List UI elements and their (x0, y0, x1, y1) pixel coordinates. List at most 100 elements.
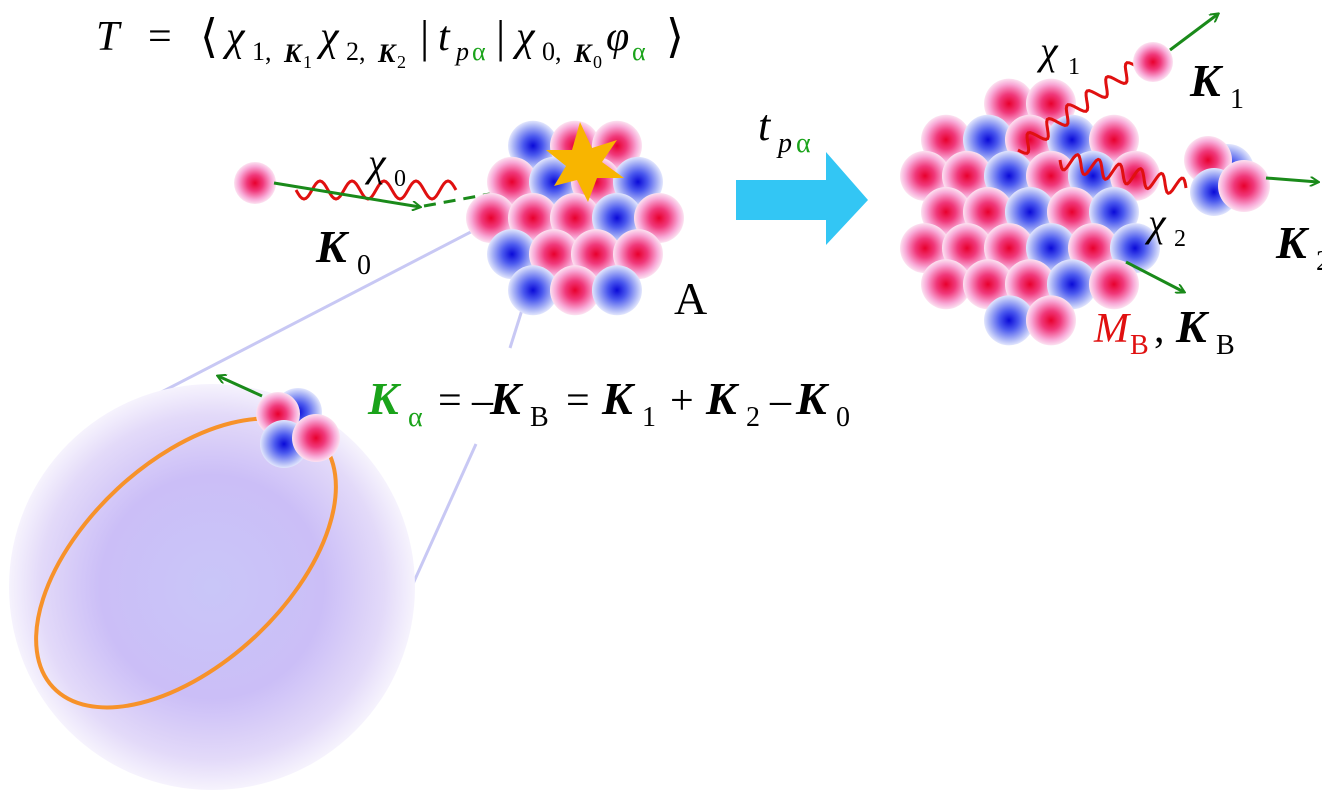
label-KB: K (1175, 301, 1210, 352)
nucleus-B-proton (942, 223, 992, 274)
eq-bar-right: | (496, 11, 505, 62)
nucleus-B-neutron (1110, 223, 1160, 274)
momentum-relation: K α = – K B = K 1 + K 2 – K 0 (367, 373, 850, 433)
rel-K1-sub: 1 (642, 402, 656, 433)
label-K1: K (1189, 55, 1224, 106)
nucleus-B-neutron (984, 150, 1034, 201)
rel-plus: + (670, 378, 694, 424)
rel-K0-sub: 0 (836, 402, 850, 433)
rel-K-alpha-sub: α (408, 402, 423, 433)
nucleus-B-neutron (1047, 114, 1097, 165)
eq-K1: K (283, 39, 303, 68)
outgoing-wave-1 (1017, 61, 1137, 155)
nucleus-A-proton (550, 193, 600, 243)
nucleus-B-proton (921, 187, 971, 237)
nucleus-B-proton (1005, 114, 1055, 165)
label-chi0: χ (364, 140, 387, 185)
nucleus-A-neutron (487, 229, 537, 280)
eq-close-bracket: ⟩ (666, 11, 684, 62)
nucleus-B-proton (1068, 223, 1118, 274)
rel-K2: K (705, 373, 740, 424)
cluster-cloud (9, 384, 415, 790)
label-chi0-sub: 0 (394, 166, 406, 192)
rel-K-alpha: K (367, 373, 402, 424)
eq-chi0-sub: 0, (542, 37, 562, 66)
label-target-A: A (674, 273, 707, 324)
label-MB-sub: B (1130, 330, 1149, 361)
nucleus-A-proton (487, 156, 537, 207)
residual-nucleus (900, 78, 1160, 346)
outgoing-momentum-arrow-1 (1169, 14, 1218, 52)
eq-equals: = (148, 14, 172, 60)
incoming-wave (294, 179, 458, 201)
rel-equals-1: = (438, 378, 462, 424)
eq-chi1-sub: 1, (252, 37, 272, 66)
outgoing-wave-2 (1058, 152, 1188, 196)
eq-K2-sub: 2 (397, 52, 406, 72)
nucleus-B-proton (942, 150, 992, 201)
outgoing-particles (1017, 14, 1318, 292)
label-K1-sub: 1 (1230, 84, 1244, 115)
eq-K2: K (377, 39, 397, 68)
nucleus-B-proton (984, 78, 1034, 129)
nucleus-B-proton (1026, 150, 1076, 201)
label-chi1: χ (1036, 28, 1059, 73)
nucleus-A-proton (634, 193, 684, 243)
residual-momentum-arrow (1125, 260, 1184, 292)
nucleus-A-neutron (592, 265, 642, 316)
label-comma: , (1154, 306, 1165, 352)
nucleus-A-neutron (613, 156, 663, 207)
cluster-zoom (9, 365, 415, 790)
nucleus-A-proton (550, 265, 600, 316)
nucleus-A-neutron (592, 193, 642, 243)
nucleus-B-proton (1047, 187, 1097, 237)
label-K0-sub: 0 (357, 250, 371, 281)
collision-star-icon (546, 122, 624, 202)
eq-chi2: χ (316, 14, 340, 60)
alpha-proton (292, 414, 340, 462)
nucleus-B-neutron (984, 295, 1034, 346)
nucleus-B-neutron (963, 114, 1013, 165)
eq-open-bracket: ⟨ (200, 11, 218, 62)
nucleus-B-proton (1005, 259, 1055, 310)
rel-KB: K (489, 373, 524, 424)
nucleus-B-neutron (1089, 187, 1139, 237)
label-operator-sub-alpha: α (796, 128, 811, 159)
diagram-labels: χ 0 K 0 A t p α χ 1 K 1 χ 2 K 2 M B , K … (315, 28, 1322, 361)
rel-KB-sub: B (530, 402, 549, 433)
nucleus-B-proton (921, 114, 971, 165)
rel-equals-2: = (566, 378, 590, 424)
nucleus-B-proton (921, 259, 971, 310)
eq-K0-sub: 0 (593, 52, 602, 72)
nucleus-A-proton (529, 229, 579, 280)
outgoing-proton (1133, 42, 1173, 82)
eq-chi1: χ (222, 14, 246, 60)
nucleus-B-neutron (1047, 259, 1097, 310)
eq-phi-sub: α (632, 37, 646, 66)
transition-arrow-icon (736, 152, 868, 245)
eq-t-sub-p: p (454, 37, 469, 66)
eq-phi: φ (606, 14, 629, 60)
label-MB: M (1093, 306, 1131, 352)
incoming-momentum-arrow (273, 181, 420, 207)
label-K0: K (315, 221, 350, 272)
nucleus-B-proton (900, 150, 950, 201)
nucleus-B-proton (1089, 259, 1139, 310)
eq-chi2-sub: 2, (346, 37, 366, 66)
eq-K0: K (573, 39, 593, 68)
eq-bar-left: | (420, 11, 429, 62)
rel-K2-sub: 2 (746, 402, 760, 433)
nucleus-A-proton (571, 229, 621, 280)
nucleus-A-neutron (508, 120, 558, 171)
amplitude-equation: T = ⟨ χ 1, K 1 χ 2, K 2 | t p α | χ 0, K… (96, 11, 684, 72)
label-K2: K (1275, 217, 1310, 268)
nucleus-B-proton (1026, 295, 1076, 346)
nucleus-B-proton (1089, 114, 1139, 165)
nucleus-B-neutron (1005, 187, 1055, 237)
nucleus-B-proton (963, 187, 1013, 237)
nucleus-B-proton (1026, 78, 1076, 129)
alpha-cluster (256, 388, 340, 468)
nucleus-A-neutron (508, 265, 558, 316)
label-chi2: χ (1144, 200, 1167, 245)
